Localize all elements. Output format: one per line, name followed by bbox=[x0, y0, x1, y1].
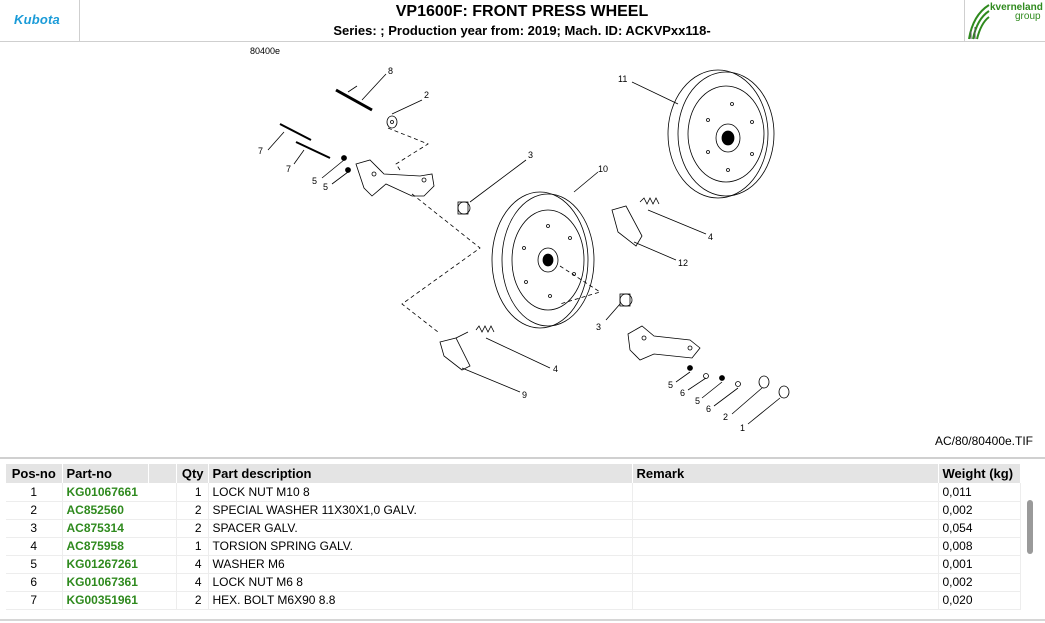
cell-description: SPECIAL WASHER 11X30X1,0 GALV. bbox=[208, 501, 633, 520]
callout-6-b: 6 bbox=[706, 404, 711, 414]
cell-description: SPACER GALV. bbox=[208, 519, 633, 538]
callout-5-a: 5 bbox=[312, 176, 317, 186]
cell-pos: 1 bbox=[6, 483, 63, 502]
section-divider bbox=[0, 457, 1045, 459]
page-header: Kubota VP1600F: FRONT PRESS WHEEL Series… bbox=[0, 0, 1045, 42]
parts-diagram-svg: 8 2 7 7 5 5 3 11 10 4 12 3 4 9 5 6 5 6 2… bbox=[258, 66, 790, 433]
cell-qty: 4 bbox=[176, 573, 209, 592]
table-row[interactable]: 3 AC875314 2 SPACER GALV. 0,054 bbox=[6, 519, 1021, 538]
page-title: VP1600F: FRONT PRESS WHEEL bbox=[395, 3, 649, 20]
cell-pos: 4 bbox=[6, 537, 63, 556]
callout-7-a: 7 bbox=[258, 146, 263, 156]
parts-table-panel: Pos-no Part-no Qty Part description Rema… bbox=[0, 462, 1045, 623]
column-header-spacer bbox=[148, 464, 177, 483]
callout-3-lower: 3 bbox=[596, 322, 601, 332]
cell-remark bbox=[632, 519, 939, 538]
cell-weight: 0,002 bbox=[938, 573, 1021, 592]
cell-weight: 0,001 bbox=[938, 555, 1021, 574]
cell-qty: 2 bbox=[176, 501, 209, 520]
kverneland-logo-line2: group bbox=[1015, 11, 1041, 22]
title-block: VP1600F: FRONT PRESS WHEEL Series: ; Pro… bbox=[80, 0, 964, 41]
cell-pos: 3 bbox=[6, 519, 63, 538]
cell-part-no[interactable]: AC875958 bbox=[62, 537, 177, 556]
cell-description: HEX. BOLT M6X90 8.8 bbox=[208, 591, 633, 610]
cell-qty: 2 bbox=[176, 519, 209, 538]
callout-12: 12 bbox=[678, 258, 688, 268]
cell-remark bbox=[632, 537, 939, 556]
table-row[interactable]: 2 AC852560 2 SPECIAL WASHER 11X30X1,0 GA… bbox=[6, 501, 1021, 520]
column-header-qty[interactable]: Qty bbox=[176, 464, 209, 483]
callout-9: 9 bbox=[522, 390, 527, 400]
column-header-remark[interactable]: Remark bbox=[632, 464, 939, 483]
cell-description: WASHER M6 bbox=[208, 555, 633, 574]
kubota-logo-text: Kubota bbox=[14, 12, 60, 27]
column-header-pos-no[interactable]: Pos-no bbox=[6, 464, 63, 483]
callout-5-c: 5 bbox=[668, 380, 673, 390]
cell-pos: 2 bbox=[6, 501, 63, 520]
cell-description: LOCK NUT M6 8 bbox=[208, 573, 633, 592]
callout-5-b: 5 bbox=[323, 182, 328, 192]
callout-11: 11 bbox=[618, 74, 627, 84]
callout-2-top: 2 bbox=[424, 90, 429, 100]
table-header-row: Pos-no Part-no Qty Part description Rema… bbox=[6, 464, 1021, 483]
cell-qty: 1 bbox=[176, 483, 209, 502]
column-header-weight[interactable]: Weight (kg) bbox=[938, 464, 1021, 483]
cell-pos: 5 bbox=[6, 555, 63, 574]
cell-part-no[interactable]: KG01267261 bbox=[62, 555, 177, 574]
cell-pos: 6 bbox=[6, 573, 63, 592]
table-row[interactable]: 7 KG00351961 2 HEX. BOLT M6X90 8.8 0,020 bbox=[6, 591, 1021, 610]
cell-weight: 0,011 bbox=[938, 483, 1021, 502]
kverneland-logo: kverneland group bbox=[964, 0, 1045, 41]
callout-3-top: 3 bbox=[528, 150, 533, 160]
callout-2-lower: 2 bbox=[723, 412, 728, 422]
kubota-logo: Kubota bbox=[0, 0, 80, 41]
cell-part-no[interactable]: KG01067361 bbox=[62, 573, 177, 592]
parts-table: Pos-no Part-no Qty Part description Rema… bbox=[6, 464, 1021, 610]
callout-5-d: 5 bbox=[695, 396, 700, 406]
kverneland-logo-line1: kverneland bbox=[990, 2, 1043, 13]
callout-10: 10 bbox=[598, 164, 608, 174]
cell-remark bbox=[632, 483, 939, 502]
cell-weight: 0,020 bbox=[938, 591, 1021, 610]
cell-qty: 2 bbox=[176, 591, 209, 610]
table-row[interactable]: 4 AC875958 1 TORSION SPRING GALV. 0,008 bbox=[6, 537, 1021, 556]
callout-6-a: 6 bbox=[680, 388, 685, 398]
cell-weight: 0,054 bbox=[938, 519, 1021, 538]
cell-part-no[interactable]: AC852560 bbox=[62, 501, 177, 520]
cell-weight: 0,002 bbox=[938, 501, 1021, 520]
cell-part-no[interactable]: KG00351961 bbox=[62, 591, 177, 610]
cell-part-no[interactable]: KG01067661 bbox=[62, 483, 177, 502]
drawing-ref-label: 80400e bbox=[250, 46, 281, 56]
cell-pos: 7 bbox=[6, 591, 63, 610]
cell-description: LOCK NUT M10 8 bbox=[208, 483, 633, 502]
table-row[interactable]: 1 KG01067661 1 LOCK NUT M10 8 0,011 bbox=[6, 483, 1021, 502]
page-subtitle: Series: ; Production year from: 2019; Ma… bbox=[333, 23, 711, 38]
table-row[interactable]: 5 KG01267261 4 WASHER M6 0,001 bbox=[6, 555, 1021, 574]
callout-1: 1 bbox=[740, 423, 745, 433]
bottom-border bbox=[0, 619, 1045, 621]
cell-weight: 0,008 bbox=[938, 537, 1021, 556]
cell-qty: 4 bbox=[176, 555, 209, 574]
cell-part-no[interactable]: AC875314 bbox=[62, 519, 177, 538]
drawing-file-label: AC/80/80400e.TIF bbox=[934, 434, 1033, 448]
cell-remark bbox=[632, 555, 939, 574]
column-header-description[interactable]: Part description bbox=[208, 464, 633, 483]
callout-8: 8 bbox=[388, 66, 393, 76]
table-row[interactable]: 6 KG01067361 4 LOCK NUT M6 8 0,002 bbox=[6, 573, 1021, 592]
cell-description: TORSION SPRING GALV. bbox=[208, 537, 633, 556]
cell-remark bbox=[632, 591, 939, 610]
column-header-part-no[interactable]: Part-no bbox=[62, 464, 149, 483]
callout-4-right: 4 bbox=[708, 232, 713, 242]
cell-remark bbox=[632, 573, 939, 592]
cell-qty: 1 bbox=[176, 537, 209, 556]
callout-7-b: 7 bbox=[286, 164, 291, 174]
callout-4-lower: 4 bbox=[553, 364, 558, 374]
table-scrollbar[interactable] bbox=[1027, 500, 1033, 554]
cell-remark bbox=[632, 501, 939, 520]
kverneland-leaf-icon bbox=[968, 4, 990, 40]
exploded-parts-drawing: 80400e bbox=[0, 42, 1045, 458]
